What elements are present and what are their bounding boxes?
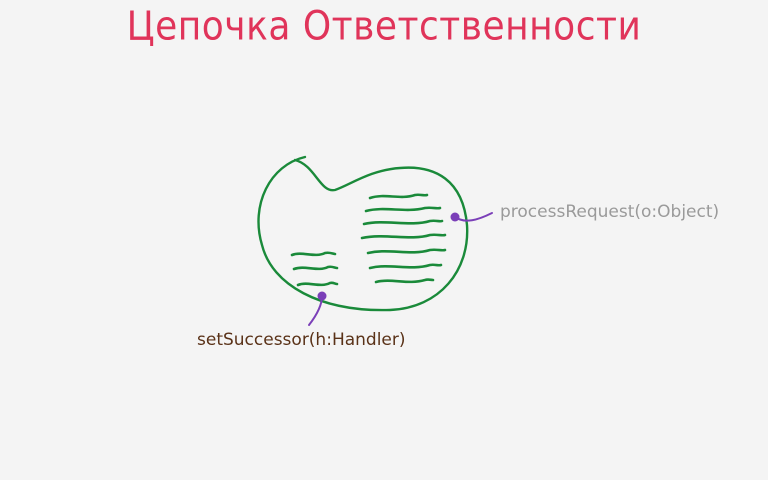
- scribble-line: [366, 248, 447, 255]
- set-successor-label: setSuccessor(h:Handler): [197, 330, 406, 350]
- handler-blob-outline: [257, 155, 469, 312]
- set-successor-pointer: [308, 291, 327, 326]
- scribble-line: [360, 233, 447, 240]
- process-request-label: processRequest(o:Object): [500, 202, 720, 222]
- process-request-pointer: [450, 212, 493, 222]
- scribble-line: [368, 193, 429, 200]
- scribble-line: [374, 278, 435, 284]
- scribble-line: [296, 281, 339, 287]
- successor-block-lines: [290, 251, 339, 287]
- scribble-line: [368, 263, 443, 270]
- scribble-line: [364, 206, 442, 213]
- scribble-line: [292, 265, 339, 271]
- diagram-title: Цепочка Ответственности: [126, 3, 642, 50]
- process-block-lines: [360, 193, 447, 284]
- scribble-line: [362, 219, 444, 226]
- scribble-line: [290, 251, 337, 257]
